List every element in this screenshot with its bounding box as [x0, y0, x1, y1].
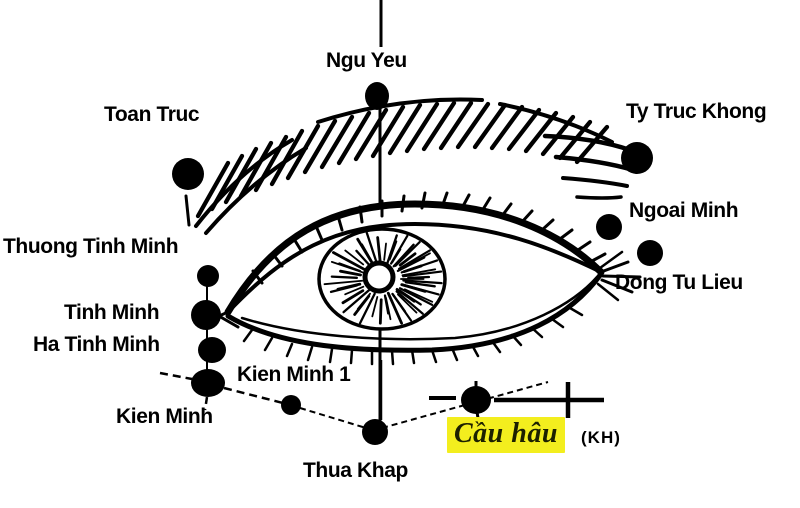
point-ha-tinh-minh [198, 337, 226, 363]
point-kien-minh-1 [281, 395, 301, 415]
acupoint-dots-layer [172, 82, 663, 445]
label-thua-khap: Thua Khap [303, 459, 408, 482]
crosshair-mark [429, 381, 604, 419]
iris-illustration [317, 227, 447, 331]
label-ha-tinh-minh: Ha Tinh Minh [33, 333, 160, 356]
eyebrow-illustration [184, 97, 636, 235]
point-tinh-minh [191, 300, 221, 330]
point-kien-minh [191, 369, 225, 397]
label-ty-truc-khong: Ty Truc Khong [626, 100, 767, 123]
point-dong-tu-lieu [637, 240, 663, 266]
label-cau-hau-abbr: (KH) [581, 428, 621, 447]
label-tinh-minh: Tinh Minh [64, 301, 160, 324]
point-ngoai-minh [596, 214, 622, 240]
label-kien-minh: Kien Minh [116, 405, 213, 428]
eyelashes [242, 191, 607, 366]
label-thuong-tinh-minh: Thuong Tinh Minh [3, 235, 179, 258]
label-toan-truc: Toan Truc [104, 103, 200, 126]
point-ty-truc-khong [621, 142, 653, 174]
label-dong-tu-lieu: Dong Tu Lieu [615, 271, 743, 294]
label-kien-minh-1: Kien Minh 1 [237, 363, 351, 386]
point-toan-truc [172, 158, 204, 190]
point-thuong-tinh-minh [197, 265, 219, 287]
eye-corners [215, 250, 642, 329]
point-cau-hau [461, 386, 491, 414]
label-ngoai-minh: Ngoai Minh [629, 199, 739, 222]
label-cau-hau: Cầu hâu [454, 418, 558, 449]
label-ngu-yeu: Ngu Yeu [326, 49, 407, 72]
point-thua-khap [362, 419, 388, 445]
point-ngu-yeu [365, 82, 389, 110]
highlight-cau-hau: Cầu hâu [447, 417, 565, 453]
